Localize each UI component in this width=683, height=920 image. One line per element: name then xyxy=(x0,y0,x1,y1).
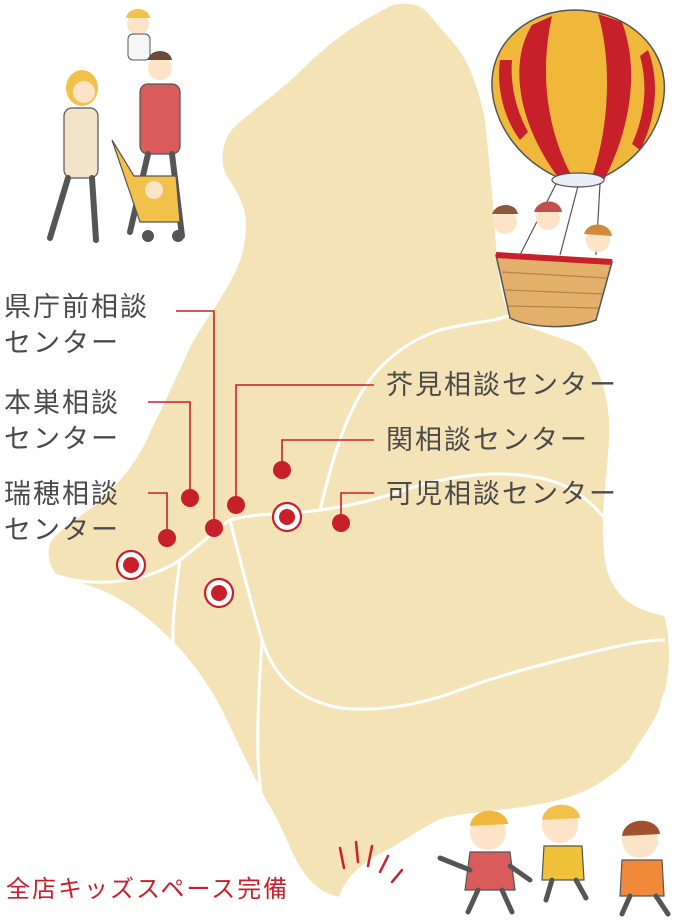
mizuho-label-line-1: 瑞穂相談 xyxy=(4,479,120,510)
region-border-south xyxy=(228,519,666,711)
motosu-label-line-2: センター xyxy=(4,424,120,455)
motosu-leader-line xyxy=(148,401,191,490)
region-border-central xyxy=(318,313,511,511)
mizuho-label-line-2: センター xyxy=(4,515,120,546)
running-kids-illustration xyxy=(338,804,671,917)
seki-leader-line xyxy=(281,439,374,462)
mizuho-leader-line xyxy=(148,492,168,530)
hot-air-balloon-illustration xyxy=(491,9,666,328)
motosu-center-marker[interactable] xyxy=(181,489,199,507)
kenchomae-center-label: 県庁前相談 センター xyxy=(4,290,149,362)
mizuho-center-marker[interactable] xyxy=(158,529,176,547)
kakamigahara-leader-line xyxy=(235,384,374,497)
kakamigahara-label-line-1: 芥見相談センター xyxy=(386,370,618,401)
kenchomae-leader-line xyxy=(176,310,215,520)
ring-west-marker-inner[interactable] xyxy=(123,557,139,573)
kani-center-label: 可児相談センター xyxy=(386,477,618,513)
land-area xyxy=(46,1,671,900)
family-with-stroller-illustration xyxy=(47,9,185,243)
ring-east-marker-inner[interactable] xyxy=(279,509,295,525)
region-border-west xyxy=(171,559,216,714)
kakamigahara-center-label: 芥見相談センター xyxy=(386,368,618,404)
kani-center-marker[interactable] xyxy=(332,514,350,532)
region-border-southwest xyxy=(256,639,297,861)
location-markers xyxy=(115,461,350,609)
ring-central-marker-inner[interactable] xyxy=(211,585,227,601)
motosu-center-label: 本巣相談 センター xyxy=(4,386,120,458)
kani-leader-line xyxy=(340,492,374,515)
seki-label-line-1: 関相談センター xyxy=(386,425,589,456)
kenchomae-label-line-2: センター xyxy=(4,328,120,359)
kenchomae-label-line-1: 県庁前相談 xyxy=(4,292,149,323)
motosu-label-line-1: 本巣相談 xyxy=(4,388,120,419)
seki-center-label: 関相談センター xyxy=(386,423,589,459)
leader-lines xyxy=(148,310,374,530)
kenchomae-center-marker[interactable] xyxy=(205,519,223,537)
mizuho-center-label: 瑞穂相談 センター xyxy=(4,477,120,549)
seki-center-marker[interactable] xyxy=(273,461,291,479)
kakamigahara-center-marker[interactable] xyxy=(227,496,245,514)
kids-space-note: 全店キッズスペース完備 xyxy=(6,875,290,903)
kani-label-line-1: 可児相談センター xyxy=(386,479,618,510)
